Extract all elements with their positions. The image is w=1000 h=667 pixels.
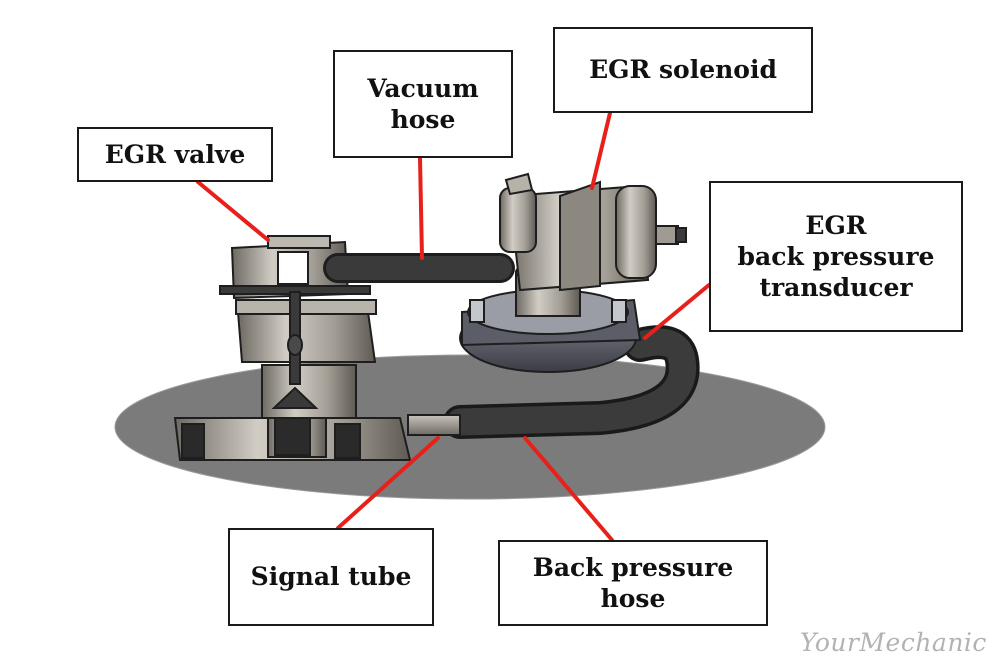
label-egr-valve-text: EGR valve (104, 139, 246, 169)
leader-line-back-pressure-hose (523, 436, 614, 542)
label-back-pressure-hose-line2: hose (600, 584, 666, 613)
label-egr-back-pressure-transducer: EGR back pressure transducer (709, 181, 963, 332)
label-vacuum-hose-line1: Vacuum (367, 73, 479, 103)
label-vacuum-hose-line2: hose (390, 105, 456, 134)
egr-valve-illustration (173, 235, 412, 461)
leader-line-egr-solenoid (590, 111, 612, 190)
label-signal-tube-text: Signal tube (250, 562, 412, 592)
label-transducer-line1: EGR (805, 210, 867, 240)
label-egr-valve: EGR valve (77, 127, 273, 182)
egr-solenoid-illustration (499, 172, 687, 292)
yourmechanic-watermark: YourMechanic (800, 628, 987, 657)
label-back-pressure-hose: Back pressure hose (498, 540, 768, 626)
signal-tube-illustration (407, 414, 461, 436)
label-back-pressure-hose-line1: Back pressure (532, 552, 734, 582)
leader-line-vacuum-hose (418, 156, 424, 260)
label-transducer-line2: back pressure (737, 241, 935, 271)
label-signal-tube: Signal tube (228, 528, 434, 626)
label-egr-solenoid-text: EGR solenoid (589, 55, 777, 85)
label-vacuum-hose: Vacuum hose (333, 50, 513, 158)
label-transducer-line3: transducer (759, 273, 913, 303)
leader-line-transducer (643, 283, 711, 340)
leader-line-egr-valve (196, 180, 270, 242)
leader-line-signal-tube (336, 436, 440, 530)
label-egr-solenoid: EGR solenoid (553, 27, 813, 113)
